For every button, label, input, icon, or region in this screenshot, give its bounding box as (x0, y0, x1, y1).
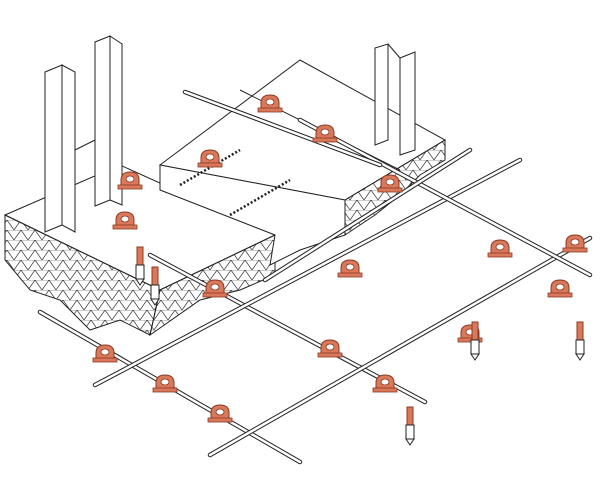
ground-rod (182, 89, 383, 168)
vertical-ground-rod (135, 246, 145, 286)
ground-rod (297, 117, 593, 278)
steel-column-left (44, 35, 123, 233)
ground-rod (207, 235, 593, 458)
copper-clamp (562, 234, 588, 253)
ground-lugs (135, 246, 585, 446)
copper-clamp (377, 174, 403, 193)
copper-clamp (207, 404, 233, 423)
copper-clamp (197, 149, 223, 168)
copper-clamp (202, 279, 228, 298)
copper-clamp (112, 211, 138, 230)
steel-column-right (374, 43, 416, 156)
copper-clamp (117, 171, 143, 190)
ground-rod (262, 147, 473, 283)
copper-clamp (547, 279, 573, 298)
copper-clamp (92, 344, 118, 363)
vertical-ground-rod (150, 266, 160, 306)
vertical-ground-rod (470, 321, 480, 361)
copper-clamps (92, 94, 588, 423)
copper-clamp (312, 124, 338, 143)
copper-clamp (257, 94, 283, 113)
vertical-ground-rod (405, 406, 415, 446)
copper-clamp (337, 259, 363, 278)
copper-clamp (372, 374, 398, 393)
copper-clamp (487, 239, 513, 258)
copper-clamp (152, 374, 178, 393)
copper-clamp (317, 339, 343, 358)
rebar (179, 148, 291, 217)
vertical-ground-rod (575, 321, 585, 361)
